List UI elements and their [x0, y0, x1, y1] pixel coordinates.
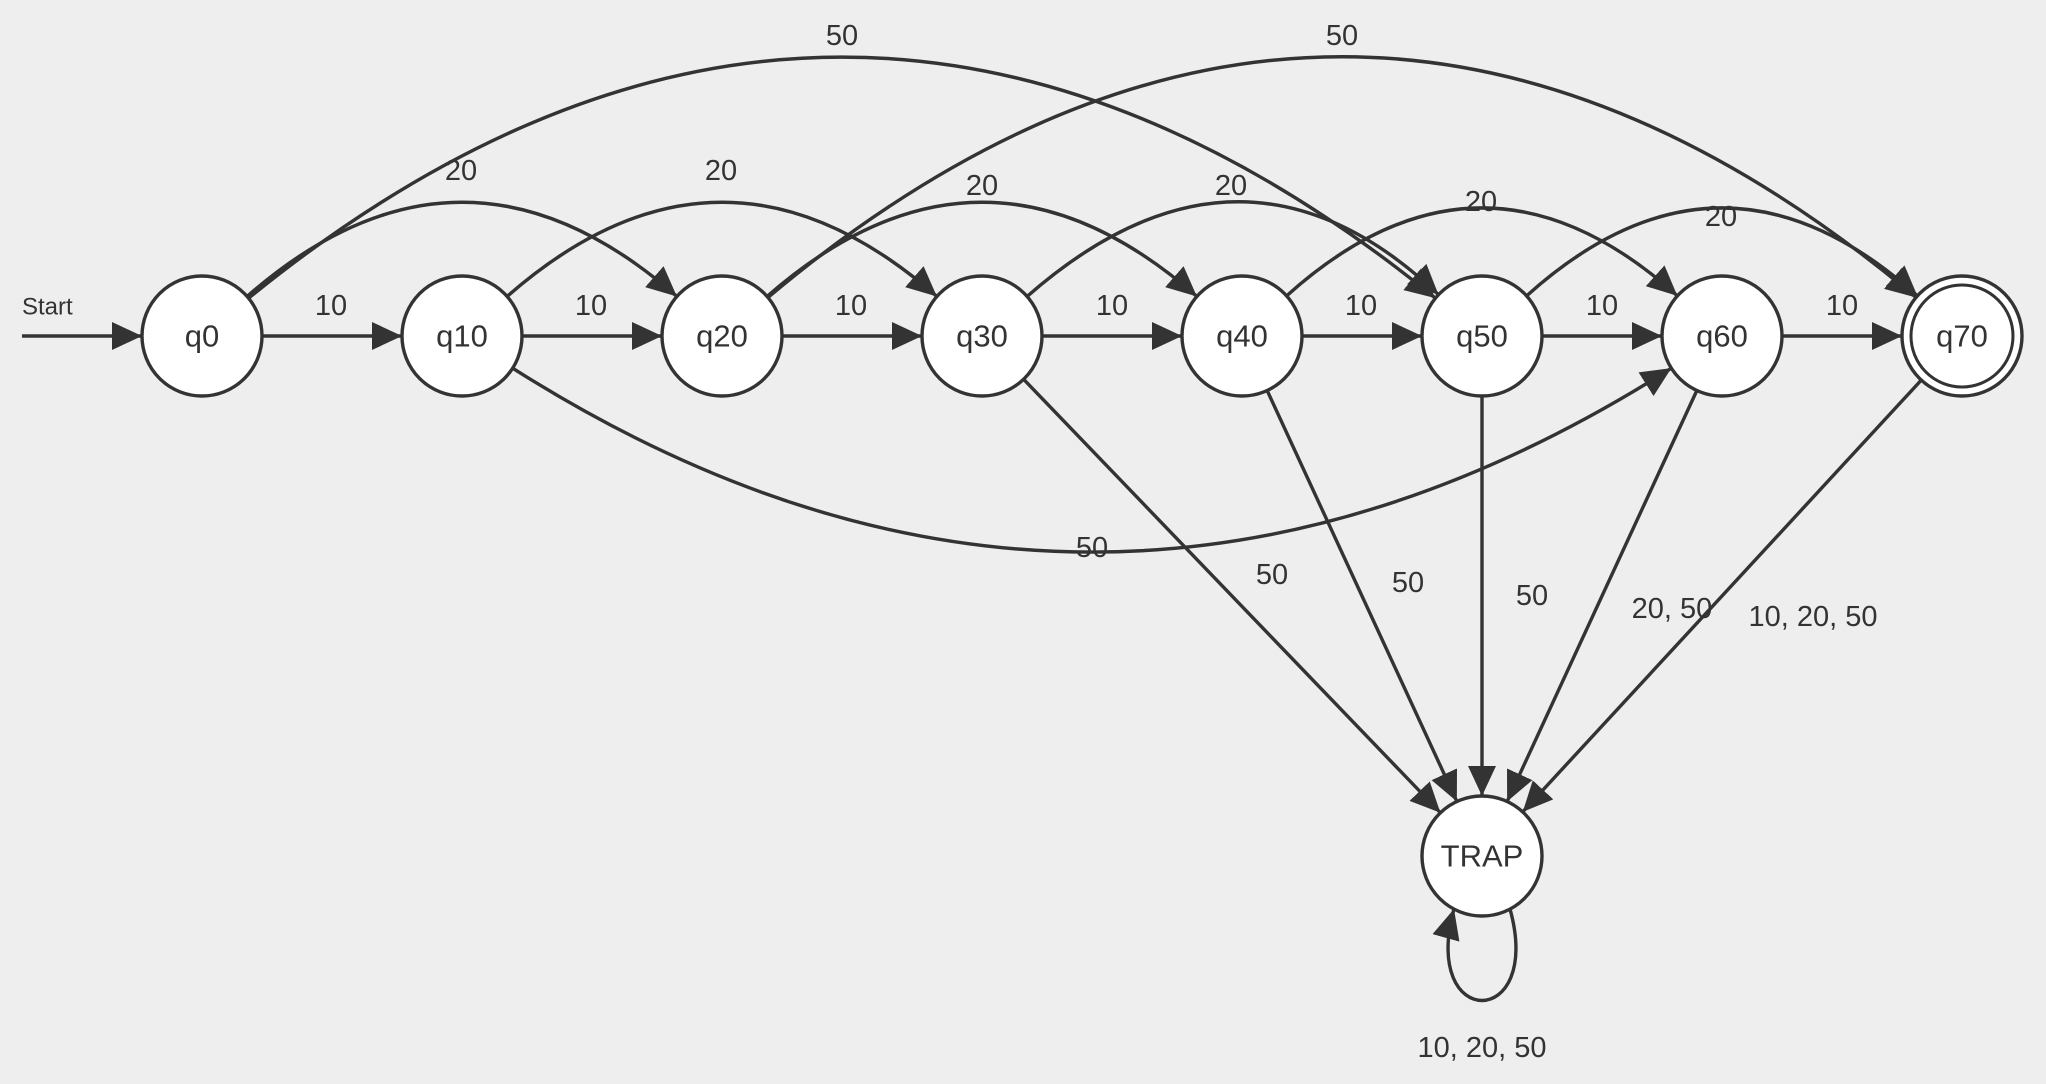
transition-q10-to-q60 [511, 366, 1673, 554]
transition-label-q0-to-q50: 50 [826, 20, 858, 52]
transition-label-q30-to-trap: 50 [1256, 559, 1288, 591]
transition-trap-to-trap [1432, 908, 1518, 1003]
transition-edges [22, 55, 1923, 1003]
transition-label-q20-to-q40: 20 [966, 170, 998, 202]
state-circle [660, 274, 784, 398]
state-circle [1900, 274, 2024, 398]
state-label: q60 [1696, 319, 1748, 354]
state-circle [400, 274, 524, 398]
state-trap: TRAP [1420, 794, 1544, 918]
state-label: q0 [185, 319, 219, 354]
accepting-ring [1909, 283, 2015, 389]
state-q70: q70 [1900, 274, 2024, 398]
transition-labels: Start 10 10 10 10 10 10 10 20 20 20 20 20 20 50 50 50 50 5… [22, 20, 1878, 1064]
state-label: q10 [436, 319, 488, 354]
state-q0: q0 [140, 274, 264, 398]
state-q20: q20 [660, 274, 784, 398]
transition-label-q0-to-q20: 20 [445, 155, 477, 187]
transition-q10-to-q30 [505, 200, 939, 298]
state-circle [1660, 274, 1784, 398]
state-q60: q60 [1660, 274, 1784, 398]
transition-label-q10-to-q30: 20 [705, 155, 737, 187]
transition-label-q70-to-trap: 10, 20, 50 [1749, 601, 1878, 633]
transition-label-q40-to-q60: 20 [1465, 186, 1497, 218]
transition-q30-to-trap [1022, 378, 1442, 814]
transition-label-trap-to-trap: 10, 20, 50 [1418, 1032, 1547, 1064]
state-circle [1420, 274, 1544, 398]
transition-label-q40-to-trap: 50 [1392, 567, 1424, 599]
start-label: Start [22, 294, 73, 321]
state-circle [920, 274, 1044, 398]
transition-label-q60-to-trap: 20, 50 [1632, 593, 1713, 625]
state-label: TRAP [1441, 839, 1524, 874]
transition-label-q10-to-q20: 10 [575, 290, 607, 322]
transition-label-q50-to-trap: 50 [1516, 580, 1548, 612]
transition-q20-to-q70 [766, 55, 1918, 299]
transition-label-q10-to-q60: 50 [1076, 532, 1108, 564]
state-q30: q30 [920, 274, 1044, 398]
transition-q40-to-trap [1265, 389, 1459, 803]
transition-label-q60-to-q70: 10 [1826, 290, 1858, 322]
state-label: q40 [1216, 319, 1268, 354]
transition-label-q30-to-q40: 10 [1096, 290, 1128, 322]
state-circle [140, 274, 264, 398]
transition-q40-to-q60 [1285, 206, 1679, 298]
transition-label-q40-to-q50: 10 [1345, 290, 1377, 322]
transition-label-q20-to-q30: 10 [835, 290, 867, 322]
state-q10: q10 [400, 274, 524, 398]
transition-label-q0-to-q10: 10 [315, 290, 347, 322]
transition-q0-to-q50 [247, 55, 1437, 300]
transition-q30-to-q50 [1025, 200, 1440, 298]
state-q40: q40 [1180, 274, 1304, 398]
state-circle [1420, 794, 1544, 918]
state-circle [1180, 274, 1304, 398]
transition-label-q30-to-q50: 20 [1215, 170, 1247, 202]
state-q50: q50 [1420, 274, 1544, 398]
transition-q70-to-trap [1521, 378, 1923, 814]
state-label: q70 [1936, 319, 1988, 354]
transition-label-q20-to-q70: 50 [1326, 20, 1358, 52]
transition-q60-to-trap [1505, 389, 1699, 803]
transition-label-q50-to-q70: 20 [1705, 201, 1737, 233]
state-label: q20 [696, 319, 748, 354]
state-label: q30 [956, 319, 1008, 354]
transition-label-q50-to-q60: 10 [1586, 290, 1618, 322]
state-label: q50 [1456, 319, 1508, 354]
